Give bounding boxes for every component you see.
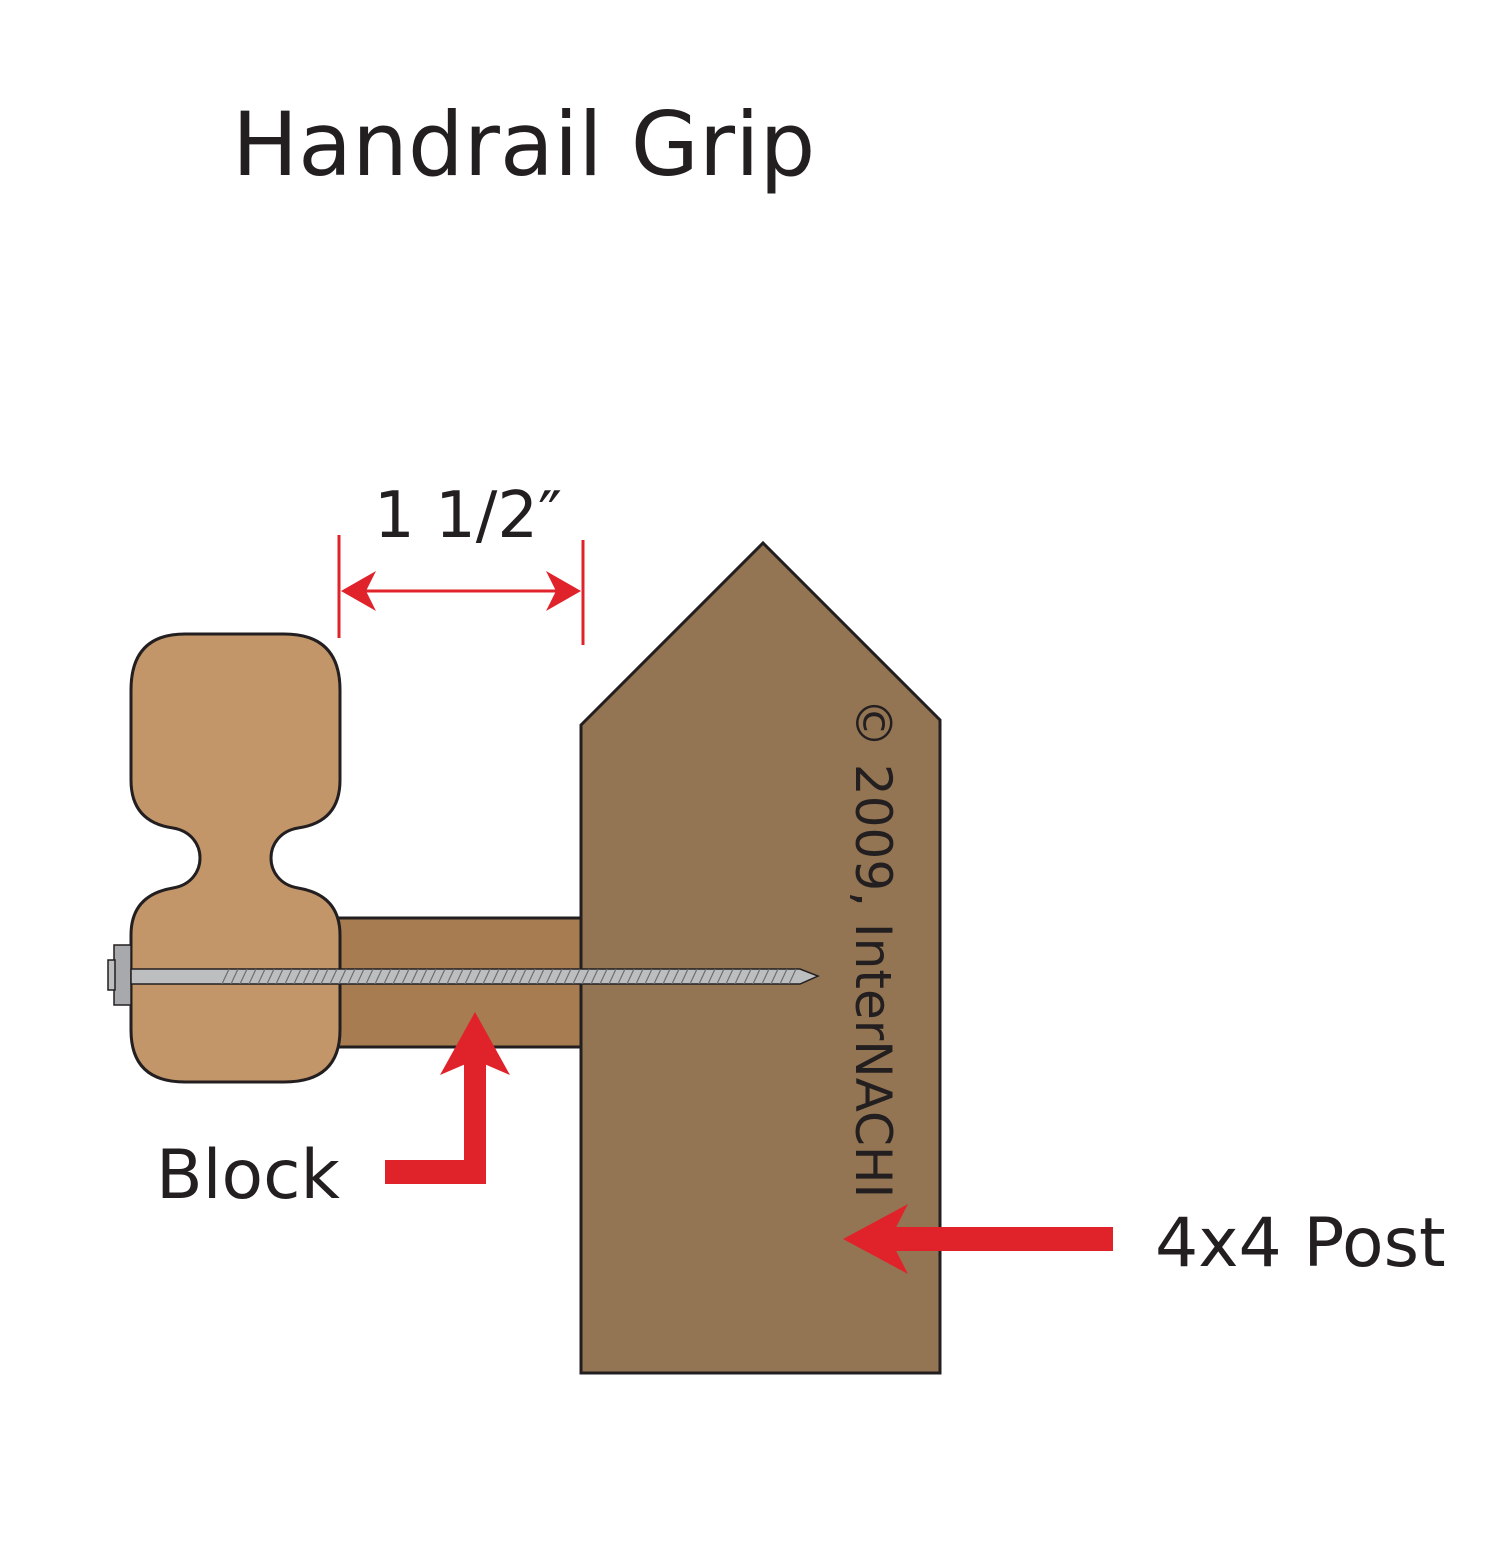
screw-thread-line bbox=[644, 968, 653, 985]
screw-thread-line bbox=[545, 968, 554, 985]
screw-thread-line bbox=[392, 968, 401, 985]
screw-thread-line bbox=[698, 968, 707, 985]
screw-thread-line bbox=[599, 968, 608, 985]
screw-thread-line bbox=[689, 968, 698, 985]
screw-thread-line bbox=[563, 968, 572, 985]
screw-thread-line bbox=[482, 968, 491, 985]
screw-thread-line bbox=[329, 968, 338, 985]
lag-screw bbox=[107, 944, 820, 1006]
screw-thread-line bbox=[779, 968, 788, 985]
screw-thread-line bbox=[293, 968, 302, 985]
screw-thread-line bbox=[410, 968, 419, 985]
screw-thread-line bbox=[320, 968, 329, 985]
screw-thread-line bbox=[284, 968, 293, 985]
screw-thread-line bbox=[473, 968, 482, 985]
copyright-text: © 2009, InterNACHI bbox=[844, 698, 902, 1198]
screw-thread-line bbox=[311, 968, 320, 985]
screw-washer bbox=[107, 959, 116, 991]
screw-thread-line bbox=[446, 968, 455, 985]
screw-thread-line bbox=[365, 968, 374, 985]
dimension-label: 1 1/2″ bbox=[374, 479, 562, 553]
post-arrowhead bbox=[843, 1204, 908, 1274]
screw-thread-line bbox=[266, 968, 275, 985]
block-arrow-shaft bbox=[385, 1060, 486, 1184]
screw-thread-line bbox=[428, 968, 437, 985]
screw-thread-line bbox=[536, 968, 545, 985]
screw-thread-line bbox=[509, 968, 518, 985]
screw-thread-line bbox=[554, 968, 563, 985]
screw-thread-line bbox=[752, 968, 761, 985]
screw-thread-line bbox=[734, 968, 743, 985]
screw-thread-line bbox=[518, 968, 527, 985]
screw-thread-line bbox=[374, 968, 383, 985]
diagram-title: Handrail Grip bbox=[232, 93, 815, 196]
screw-thread-line bbox=[707, 968, 716, 985]
post-shape bbox=[579, 540, 942, 1375]
screw-thread-line bbox=[419, 968, 428, 985]
screw-thread-line bbox=[680, 968, 689, 985]
screw-thread-line bbox=[608, 968, 617, 985]
screw-thread-line bbox=[491, 968, 500, 985]
screw-thread-line bbox=[671, 968, 680, 985]
screw-thread-line bbox=[275, 968, 284, 985]
screw-thread-line bbox=[464, 968, 473, 985]
screw-head bbox=[113, 944, 132, 1006]
screw-thread-line bbox=[761, 968, 770, 985]
screw-thread-line bbox=[356, 968, 365, 985]
screw-thread-line bbox=[383, 968, 392, 985]
screw-thread-line bbox=[662, 968, 671, 985]
screw-thread-line bbox=[347, 968, 356, 985]
screw-thread-line bbox=[590, 968, 599, 985]
post-label: 4x4 Post bbox=[1155, 1204, 1446, 1283]
dimension-arrowhead-left bbox=[341, 571, 376, 611]
post-arrow bbox=[843, 1204, 1113, 1274]
screw-thread-line bbox=[743, 968, 752, 985]
screw-thread-line bbox=[437, 968, 446, 985]
screw-thread-line bbox=[725, 968, 734, 985]
screw-thread-line bbox=[617, 968, 626, 985]
block-label: Block bbox=[156, 1136, 341, 1215]
screw-thread-line bbox=[338, 968, 347, 985]
screw-thread-line bbox=[401, 968, 410, 985]
handrail-profile bbox=[129, 632, 342, 1084]
dimension-arrowhead-right bbox=[546, 571, 581, 611]
screw-threads bbox=[221, 968, 797, 985]
screw-thread-line bbox=[455, 968, 464, 985]
dimension-marker bbox=[337, 535, 585, 645]
screw-thread-line bbox=[653, 968, 662, 985]
block-arrowhead bbox=[440, 1012, 510, 1075]
screw-thread-line bbox=[635, 968, 644, 985]
block-arrow bbox=[385, 1012, 510, 1184]
screw-thread-line bbox=[581, 968, 590, 985]
screw-thread-line bbox=[500, 968, 509, 985]
screw-thread-line bbox=[716, 968, 725, 985]
screw-thread-line bbox=[230, 968, 239, 985]
screw-thread-line bbox=[257, 968, 266, 985]
screw-thread-line bbox=[302, 968, 311, 985]
screw-thread-line bbox=[770, 968, 779, 985]
screw-thread-line bbox=[248, 968, 257, 985]
post-arrow-shaft bbox=[890, 1227, 1113, 1251]
screw-thread-line bbox=[239, 968, 248, 985]
screw-thread-line bbox=[788, 968, 797, 985]
screw-thread-line bbox=[626, 968, 635, 985]
screw-thread-line bbox=[221, 968, 230, 985]
screw-thread-line bbox=[527, 968, 536, 985]
screw-thread-line bbox=[572, 968, 581, 985]
